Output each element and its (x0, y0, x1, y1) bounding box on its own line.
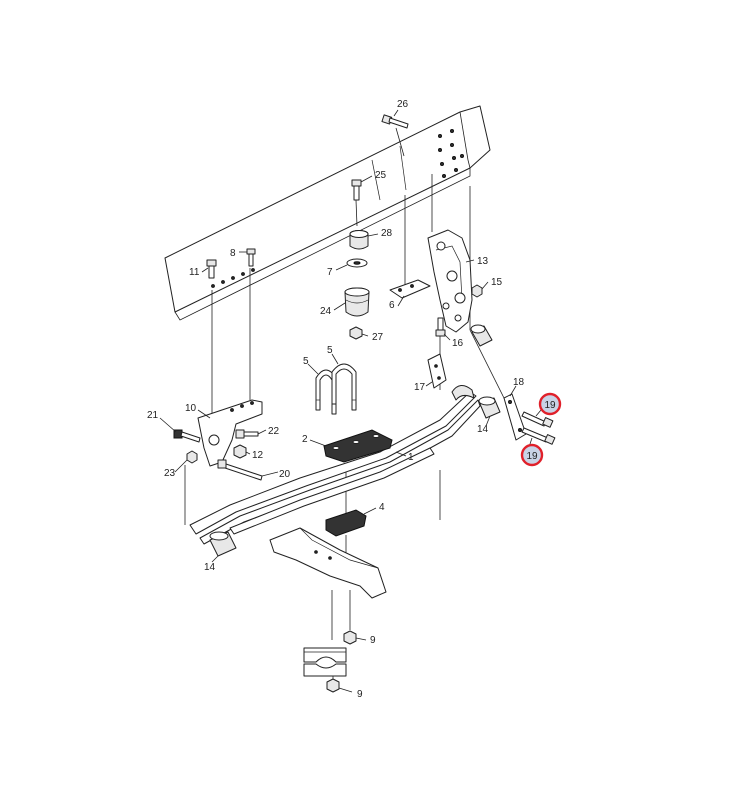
axle-housing (269, 527, 387, 599)
nut-15 (471, 284, 483, 298)
bump-stop-24 (344, 287, 370, 317)
label-13: 13 (477, 256, 489, 267)
shackle-plate-18 (503, 393, 527, 441)
spring-plate-2 (323, 429, 393, 463)
bushing-14-upper (470, 324, 493, 347)
hanger-bracket-13 (427, 229, 473, 333)
nut-12 (233, 444, 247, 459)
bolt-16 (435, 317, 446, 337)
guide-lines (184, 127, 506, 682)
label-16: 16 (452, 338, 464, 349)
label-18: 18 (513, 377, 525, 388)
label-19a: 19 (544, 400, 556, 411)
bushing-14-middle (478, 396, 501, 419)
highlight-rings (520, 392, 562, 467)
bolt-26 (381, 114, 409, 129)
plate-6 (389, 279, 431, 299)
hanger-bracket-10 (197, 399, 263, 467)
label-9a: 9 (370, 635, 376, 646)
label-14a: 14 (477, 424, 489, 435)
bolt-21 (173, 429, 201, 443)
washer-7 (346, 258, 368, 268)
spacer-4 (325, 509, 367, 537)
highlight-ring-19-upper (538, 392, 562, 416)
bolt-22 (235, 429, 259, 439)
bolt-11 (206, 259, 217, 279)
leaf-spring-1 (189, 385, 481, 545)
label-17: 17 (414, 382, 426, 393)
label-23: 23 (164, 468, 176, 479)
label-4: 4 (379, 502, 385, 513)
nut-9-lower (326, 678, 340, 693)
frame-rail (164, 105, 491, 321)
label-12: 12 (252, 450, 264, 461)
label-10: 10 (185, 403, 197, 414)
label-8: 8 (230, 248, 236, 259)
label-25: 25 (375, 170, 387, 181)
label-21: 21 (147, 410, 159, 421)
plate-17 (427, 353, 447, 389)
label-27: 27 (372, 332, 384, 343)
nut-27 (349, 326, 363, 340)
label-15: 15 (491, 277, 503, 288)
label-6: 6 (389, 300, 395, 311)
label-19b: 19 (526, 451, 538, 462)
rubber-buffer-28 (349, 230, 369, 250)
bushing-14-lower (209, 531, 237, 557)
label-5b: 5 (327, 345, 333, 356)
label-28: 28 (381, 228, 393, 239)
label-5a: 5 (303, 356, 309, 367)
bolt-19-upper (521, 411, 554, 428)
u-bolt-5-right (331, 363, 357, 411)
leader-lines (159, 109, 542, 693)
nut-23 (186, 450, 198, 464)
callouts: 26 25 28 8 13 7 11 15 6 24 27 16 5 5 17 … (147, 99, 556, 700)
label-7: 7 (327, 267, 333, 278)
label-2: 2 (302, 434, 308, 445)
axle-clamp (303, 647, 347, 677)
bolt-20 (217, 459, 263, 481)
label-22: 22 (268, 426, 280, 437)
label-11: 11 (189, 267, 200, 278)
label-9b: 9 (357, 689, 363, 700)
label-1: 1 (408, 452, 414, 463)
label-26: 26 (397, 99, 409, 110)
label-20: 20 (279, 469, 291, 480)
bolt-19-lower (521, 427, 556, 445)
highlight-ring-19-lower (520, 443, 544, 467)
bolt-25 (351, 179, 362, 201)
bolt-8 (246, 248, 256, 267)
label-14b: 14 (204, 562, 216, 573)
nut-9-upper (343, 630, 357, 645)
label-24: 24 (320, 306, 332, 317)
